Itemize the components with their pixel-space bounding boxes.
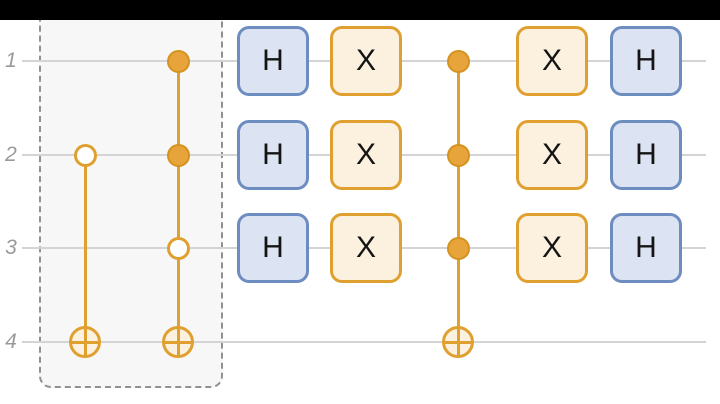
- wire-label-3: 3: [5, 236, 17, 259]
- letterbox-bar: [0, 0, 720, 20]
- gate-x[interactable]: X: [516, 213, 588, 283]
- cnot-target-icon[interactable]: [162, 326, 194, 358]
- target-cross-horizontal: [70, 340, 100, 344]
- control-connector-line: [176, 61, 180, 342]
- wire-label-1: 1: [5, 49, 17, 72]
- control-connector-line: [456, 61, 460, 342]
- gate-x[interactable]: X: [330, 120, 402, 190]
- cnot-target-icon[interactable]: [442, 326, 474, 358]
- control-filled-dot[interactable]: [446, 143, 470, 167]
- target-cross-horizontal: [443, 340, 473, 344]
- gate-x[interactable]: X: [516, 26, 588, 96]
- gate-x[interactable]: X: [330, 213, 402, 283]
- gate-x[interactable]: X: [516, 120, 588, 190]
- control-open-dot[interactable]: [73, 143, 97, 167]
- dashed-grouping-box[interactable]: [39, 6, 223, 388]
- gate-h[interactable]: H: [610, 120, 682, 190]
- wire-label-2: 2: [5, 143, 17, 166]
- cnot-target-icon[interactable]: [69, 326, 101, 358]
- gate-h[interactable]: H: [237, 120, 309, 190]
- control-open-dot[interactable]: [166, 236, 190, 260]
- control-filled-dot[interactable]: [446, 236, 470, 260]
- gate-h[interactable]: H: [237, 213, 309, 283]
- qubit-wire-4: [22, 341, 706, 343]
- gate-h[interactable]: H: [610, 26, 682, 96]
- gate-x[interactable]: X: [330, 26, 402, 96]
- control-filled-dot[interactable]: [166, 143, 190, 167]
- gate-h[interactable]: H: [237, 26, 309, 96]
- control-connector-line: [83, 155, 87, 342]
- target-cross-horizontal: [163, 340, 193, 344]
- gate-h[interactable]: H: [610, 213, 682, 283]
- wire-label-4: 4: [5, 330, 17, 353]
- control-filled-dot[interactable]: [166, 49, 190, 73]
- control-filled-dot[interactable]: [446, 49, 470, 73]
